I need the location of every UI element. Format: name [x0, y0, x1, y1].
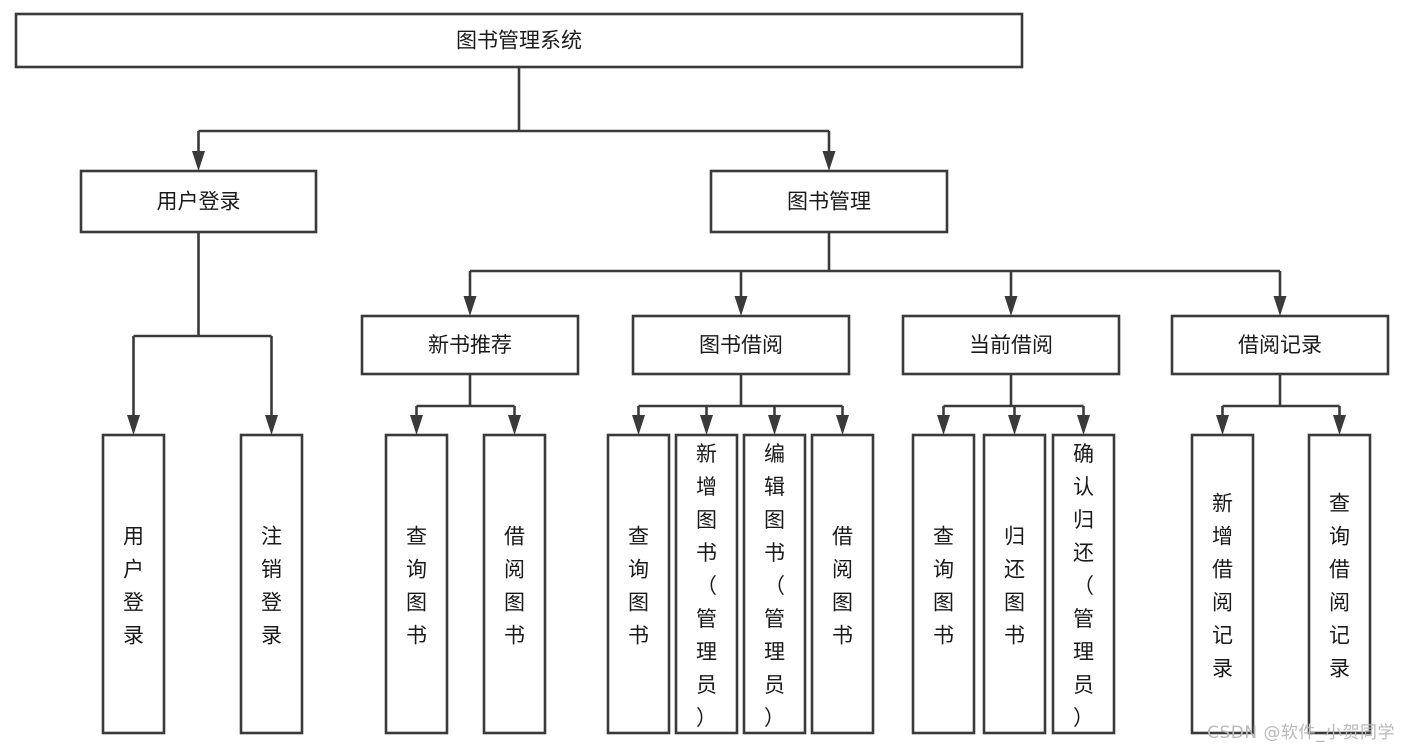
node-book-borrow[interactable]: 图书借阅: [631, 314, 851, 376]
node-box-leaf-add-book-admin[interactable]: [674, 433, 739, 735]
node-label-leaf-user-login: 用户登录: [123, 525, 144, 648]
node-box-user-login[interactable]: [79, 169, 318, 234]
node-leaf-edit-book-admin[interactable]: 编辑图书（管理员）: [742, 433, 807, 735]
node-leaf-borrow-book-2[interactable]: 借阅图书: [810, 433, 875, 735]
node-leaf-add-borrow-record[interactable]: 新增借阅记录: [1190, 433, 1255, 735]
node-box-leaf-return-book[interactable]: [982, 433, 1047, 735]
node-book-manage[interactable]: 图书管理: [709, 169, 949, 234]
node-box-leaf-logout[interactable]: [239, 433, 304, 735]
node-label-user-login: 用户登录: [157, 190, 241, 214]
node-leaf-borrow-book-1[interactable]: 借阅图书: [482, 433, 547, 735]
node-box-root[interactable]: [14, 12, 1024, 69]
node-label-leaf-query-book-3: 查询图书: [933, 525, 954, 648]
node-new-book-recommend[interactable]: 新书推荐: [360, 314, 580, 376]
node-box-leaf-confirm-return-admin[interactable]: [1051, 433, 1116, 735]
node-box-leaf-user-login[interactable]: [101, 433, 166, 735]
node-label-leaf-borrow-book-1: 借阅图书: [504, 525, 525, 648]
node-box-new-book-recommend[interactable]: [360, 314, 580, 376]
node-current-borrow[interactable]: 当前借阅: [901, 314, 1121, 376]
connector-edge-current-bus: [937, 374, 1090, 435]
node-label-leaf-add-book-admin: 新增图书（管理员）: [696, 442, 717, 730]
node-box-leaf-query-borrow-record[interactable]: [1307, 433, 1372, 735]
node-leaf-logout[interactable]: 注销登录: [239, 433, 304, 735]
node-leaf-confirm-return-admin[interactable]: 确认归还（管理员）: [1051, 433, 1116, 735]
node-label-root: 图书管理系统: [456, 29, 582, 53]
node-leaf-query-book-1[interactable]: 查询图书: [384, 433, 449, 735]
node-label-leaf-query-borrow-record: 查询借阅记录: [1329, 492, 1350, 681]
node-label-leaf-borrow-book-2: 借阅图书: [832, 525, 853, 648]
node-borrow-record[interactable]: 借阅记录: [1170, 314, 1390, 376]
node-box-leaf-query-book-2[interactable]: [606, 433, 671, 735]
node-leaf-query-borrow-record[interactable]: 查询借阅记录: [1307, 433, 1372, 735]
node-leaf-query-book-3[interactable]: 查询图书: [911, 433, 976, 735]
connector-edge-newbook-bus: [410, 374, 521, 435]
node-box-leaf-add-borrow-record[interactable]: [1190, 433, 1255, 735]
node-box-leaf-edit-book-admin[interactable]: [742, 433, 807, 735]
node-box-leaf-borrow-book-1[interactable]: [482, 433, 547, 735]
node-box-book-manage[interactable]: [709, 169, 949, 234]
node-box-borrow-record[interactable]: [1170, 314, 1390, 376]
node-box-book-borrow[interactable]: [631, 314, 851, 376]
node-label-leaf-query-book-2: 查询图书: [628, 525, 649, 648]
connector-edge-record-bus: [1216, 374, 1346, 435]
node-box-leaf-borrow-book-2[interactable]: [810, 433, 875, 735]
node-label-leaf-logout: 注销登录: [261, 525, 282, 648]
connector-edge-root-bus: [192, 67, 836, 171]
csdn-watermark: CSDN @软件_小贺同学: [1207, 723, 1395, 743]
node-label-leaf-query-book-1: 查询图书: [406, 525, 427, 648]
node-label-book-borrow: 图书借阅: [699, 333, 783, 357]
connector-edge-userlogin-bus: [127, 232, 278, 435]
node-user-login[interactable]: 用户登录: [79, 169, 318, 234]
node-label-leaf-add-borrow-record: 新增借阅记录: [1212, 492, 1233, 681]
connector-edge-manage-bus: [463, 232, 1287, 316]
node-label-new-book-recommend: 新书推荐: [428, 333, 512, 357]
node-box-leaf-query-book-3[interactable]: [911, 433, 976, 735]
node-label-borrow-record: 借阅记录: [1238, 333, 1322, 357]
node-box-leaf-query-book-1[interactable]: [384, 433, 449, 735]
node-leaf-query-book-2[interactable]: 查询图书: [606, 433, 671, 735]
node-leaf-add-book-admin[interactable]: 新增图书（管理员）: [674, 433, 739, 735]
node-label-book-manage: 图书管理: [787, 190, 871, 214]
node-root[interactable]: 图书管理系统: [14, 12, 1024, 69]
node-label-leaf-confirm-return-admin: 确认归还（管理员）: [1073, 442, 1094, 730]
node-box-current-borrow[interactable]: [901, 314, 1121, 376]
node-label-leaf-return-book: 归还图书: [1004, 525, 1025, 648]
node-leaf-user-login[interactable]: 用户登录: [101, 433, 166, 735]
node-leaf-return-book[interactable]: 归还图书: [982, 433, 1047, 735]
node-label-current-borrow: 当前借阅: [969, 333, 1053, 357]
node-label-leaf-edit-book-admin: 编辑图书（管理员）: [764, 442, 785, 730]
connector-edge-borrow-bus: [632, 374, 849, 435]
